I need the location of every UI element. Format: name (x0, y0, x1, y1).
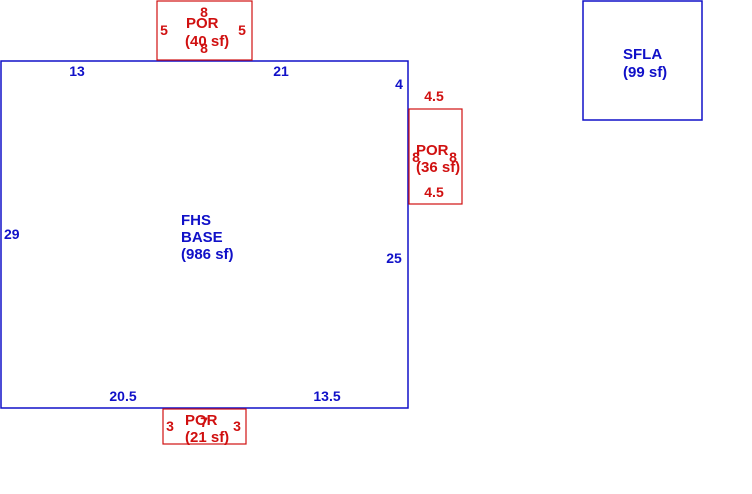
porch-bottom-area: (21 sf) (185, 429, 229, 446)
base-dim-top-left: 13 (69, 63, 85, 79)
base-dim-left: 29 (4, 226, 20, 242)
porch-right-outline (408, 108, 463, 205)
porch-right-name: POR (416, 142, 449, 159)
porch-bottom-outline (162, 408, 247, 445)
porch-right-dim-bottom: 4.5 (424, 184, 444, 200)
porch-bottom-name: POR (185, 412, 218, 429)
sfla-area: (99 sf) (623, 64, 667, 81)
base-name-line2: BASE (181, 229, 223, 246)
porch-top-area: (40 sf) (185, 33, 229, 50)
porch-right-area: (36 sf) (416, 159, 460, 176)
base-dim-notch: 4 (395, 76, 403, 92)
sfla-box (582, 0, 703, 121)
porch-top-dim-left: 5 (160, 22, 168, 38)
base-dim-bottom-left: 20.5 (109, 388, 136, 404)
porch-right-dim-right: 8 (449, 149, 457, 165)
porch-right-dim-left: 8 (412, 149, 420, 165)
sfla-name: SFLA (623, 46, 662, 63)
porch-bottom-dim-left: 3 (166, 418, 174, 434)
porch-top-dim-right: 5 (238, 22, 246, 38)
base-dim-bottom-right: 13.5 (313, 388, 340, 404)
base-outline (0, 60, 409, 409)
base-area: (986 sf) (181, 246, 234, 263)
porch-top-outline (156, 0, 253, 61)
porch-top-dim-top: 8 (200, 4, 208, 20)
porch-top-name: POR (186, 15, 219, 32)
base-name-line1: FHS (181, 212, 211, 229)
porch-top-dim-bottom: 8 (200, 40, 208, 56)
base-dim-top-right: 21 (273, 63, 289, 79)
porch-right-dim-top: 4.5 (424, 88, 444, 104)
porch-bottom-dim-right: 3 (233, 418, 241, 434)
porch-bottom-dim-top: 7 (200, 414, 208, 430)
base-dim-right: 25 (386, 250, 402, 266)
